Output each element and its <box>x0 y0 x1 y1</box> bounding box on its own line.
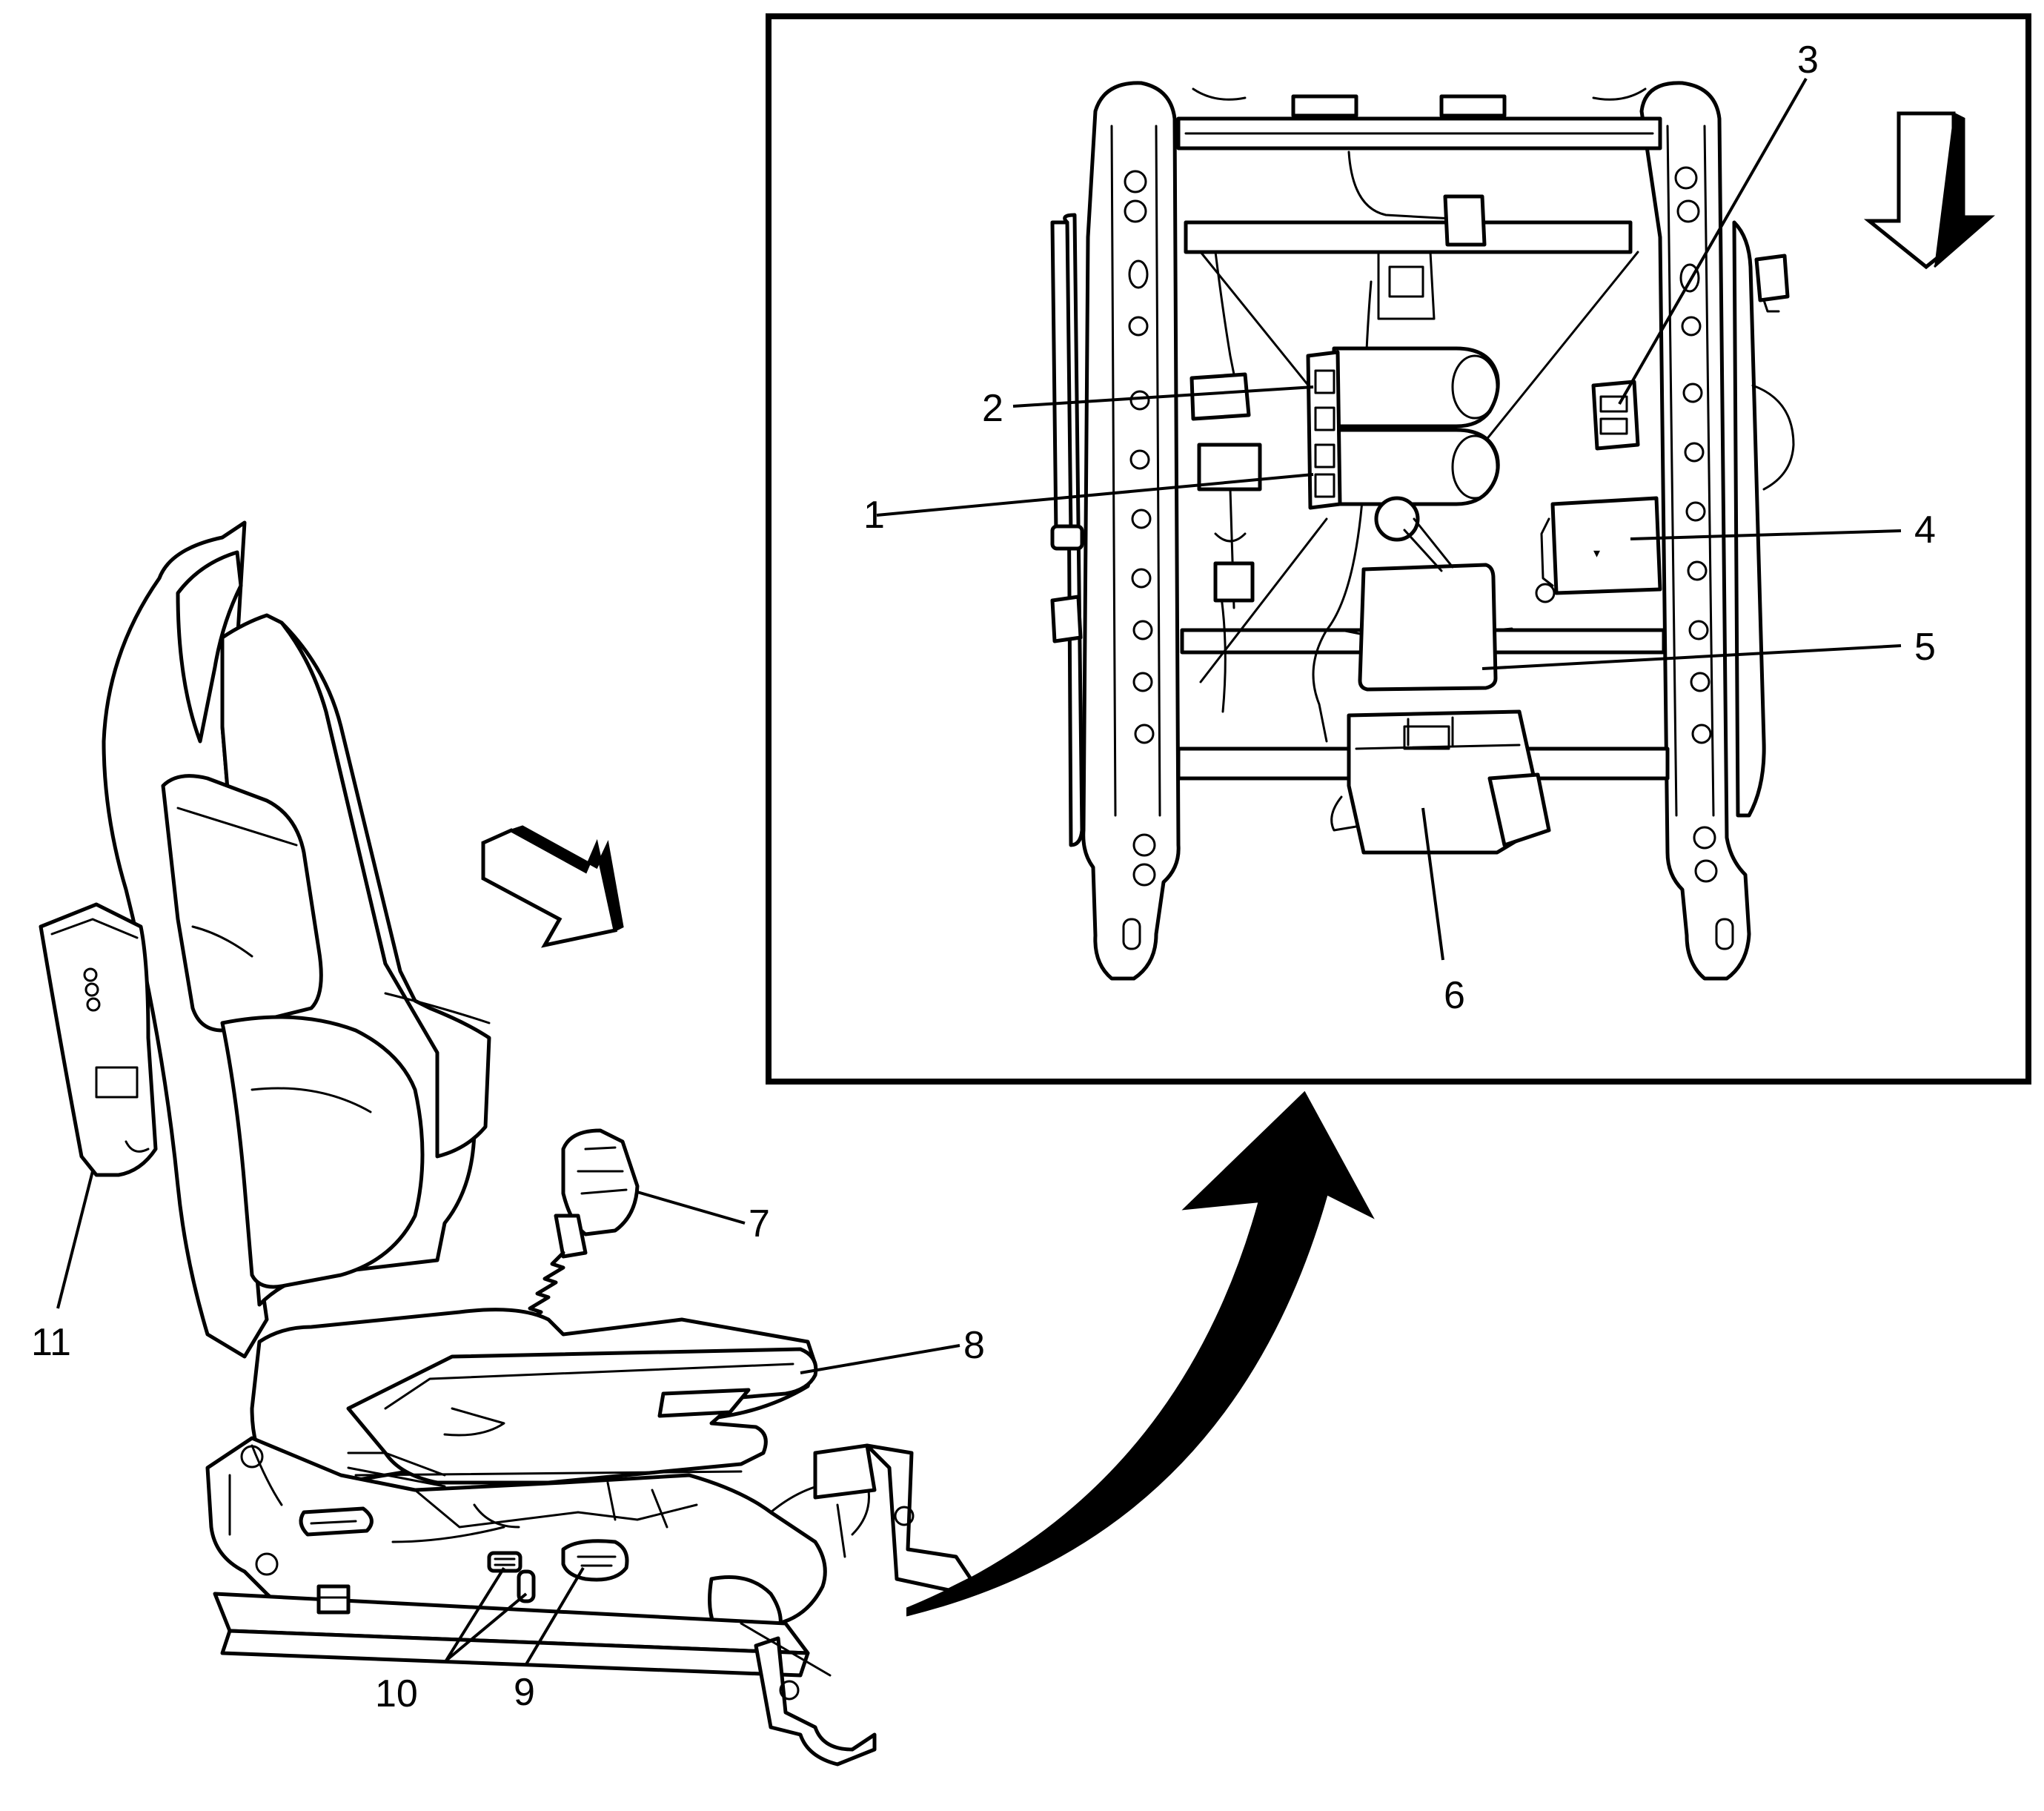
seat-switches-10 <box>487 1551 536 1603</box>
leader-line-1 <box>876 473 1314 517</box>
callout-11: 11 <box>31 1321 71 1364</box>
callout-6: 6 <box>1444 974 1465 1017</box>
callout-2: 2 <box>982 387 1003 430</box>
callout-7: 7 <box>749 1202 770 1245</box>
module-4: ▾ <box>1535 496 1662 603</box>
seat-frame-bottom-view: ▾ <box>1050 81 1795 981</box>
leader-line-5 <box>1481 644 1902 670</box>
callout-8: 8 <box>963 1324 985 1367</box>
callout-3: 3 <box>1797 39 1819 82</box>
callout-9: 9 <box>514 1671 535 1714</box>
motor-assembly <box>1306 346 1500 510</box>
leader-line-8 <box>800 1344 960 1374</box>
seat-belt-buckle-7 <box>502 1128 640 1359</box>
callout-1: 1 <box>863 494 885 537</box>
leader-line-3 <box>1618 78 1808 405</box>
view-direction-arrow-right-icon <box>481 825 624 948</box>
leader-line-9 <box>525 1566 585 1666</box>
callout-4: 4 <box>1914 509 1936 552</box>
module-6 <box>1330 709 1551 855</box>
cushion-pan-8 <box>346 1347 818 1488</box>
leader-line-11 <box>56 1171 94 1309</box>
seat-assembly <box>39 520 973 1767</box>
leader-line-10b <box>445 1592 528 1662</box>
callout-10: 10 <box>375 1672 418 1715</box>
detail-transition-arrow-icon <box>906 1090 1375 1617</box>
leader-line-6 <box>1421 807 1444 961</box>
detail-inset: ▾ 1 <box>766 13 2031 1085</box>
connector-3 <box>1591 380 1640 451</box>
view-direction-arrow-down-icon <box>1863 111 1996 270</box>
svg-text:▾: ▾ <box>1593 546 1600 560</box>
leader-line-2 <box>1012 385 1314 408</box>
leader-line-7 <box>637 1191 746 1225</box>
leader-line-4 <box>1630 529 1902 540</box>
callout-5: 5 <box>1914 626 1936 669</box>
seat-switch-9 <box>561 1539 629 1582</box>
side-panel-11 <box>39 902 158 1177</box>
leader-line-10a <box>445 1566 505 1662</box>
module-5 <box>1340 496 1513 692</box>
inset-frame <box>766 13 2031 1085</box>
